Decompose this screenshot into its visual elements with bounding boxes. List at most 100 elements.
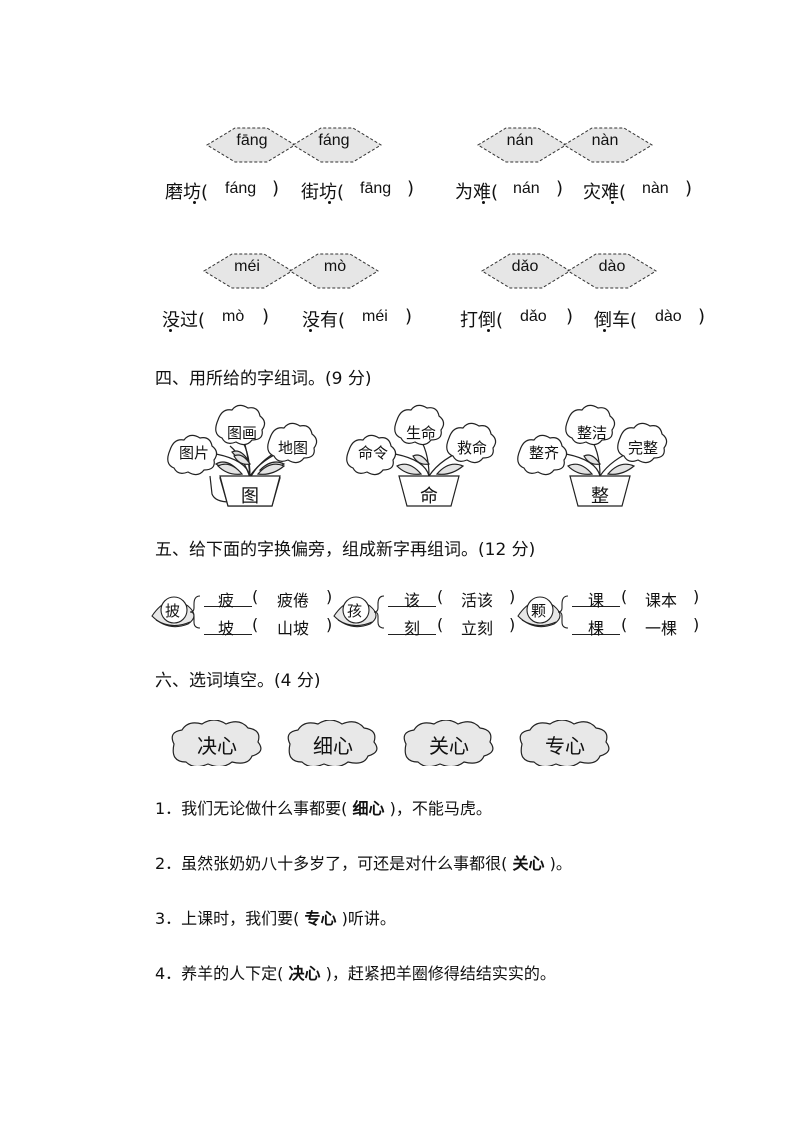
diamond-tags: [206, 127, 382, 163]
sentence-pre: 1．我们无论做什么事都要(: [155, 799, 348, 818]
word-bubble: 图画: [226, 424, 257, 442]
emphasis-dot: [328, 201, 331, 204]
word-bubble: 完整: [627, 439, 658, 457]
radical-leaves: [151, 595, 569, 629]
pinyin-answer[interactable]: dào: [655, 308, 682, 325]
close-paren: ): [405, 306, 413, 327]
new-char[interactable]: 该: [404, 591, 421, 610]
sentence-pre: 2．虽然张奶奶八十多岁了，可还是对什么事都很(: [155, 854, 508, 873]
close-paren: ): [326, 587, 333, 606]
word-label: 没有(: [302, 310, 346, 331]
sentence-3: 3．上课时，我们要( 专心 )听讲。: [155, 905, 396, 929]
sentence-post: )。: [549, 854, 572, 873]
word-answer[interactable]: 疲倦: [277, 591, 310, 610]
word-answer[interactable]: 立刻: [461, 619, 494, 638]
sentence-answer[interactable]: 专心: [304, 909, 337, 928]
close-paren: ): [509, 615, 516, 634]
word-label: 灾难(: [583, 182, 627, 203]
pinyin-tag: mò: [323, 258, 347, 275]
sentence-4: 4．养羊的人下定( 决心 )，赶紧把羊圈修得结结实实的。: [155, 960, 556, 984]
sentence-pre: 4．养羊的人下定(: [155, 964, 284, 983]
pinyin-tag: nán: [506, 132, 534, 149]
sentence-post: )听讲。: [341, 909, 396, 928]
answer-line: [204, 606, 252, 607]
diamond-tags: [477, 127, 653, 163]
word-label: 磨坊(: [165, 182, 209, 203]
word-label: 为难(: [455, 182, 499, 203]
pinyin-answer[interactable]: nán: [513, 180, 540, 197]
pot-group-2: [346, 404, 497, 507]
word-answer[interactable]: 课本: [645, 591, 678, 610]
sentence-1: 1．我们无论做什么事都要( 细心 )，不能马虎。: [155, 795, 492, 819]
sentence-answer[interactable]: 关心: [512, 854, 545, 873]
close-paren: ): [685, 178, 693, 199]
open-paren: (: [252, 615, 259, 634]
word-bubble: 整洁: [576, 424, 607, 442]
pinyin-answer[interactable]: méi: [362, 308, 388, 325]
emphasis-dot: [603, 329, 606, 332]
new-char[interactable]: 坡: [218, 619, 235, 638]
close-paren: ): [566, 306, 574, 327]
word-bubble: 生命: [405, 424, 436, 442]
open-paren: (: [437, 615, 444, 634]
word-answer[interactable]: 一棵: [645, 619, 678, 638]
answer-line: [572, 606, 620, 607]
pot-character: 图: [241, 486, 259, 507]
pinyin-tag: nàn: [591, 132, 619, 149]
radical-base: 披: [165, 602, 181, 620]
section-4-title: 四、用所给的字组词。(9 分): [155, 369, 372, 389]
close-paren: ): [698, 306, 706, 327]
open-paren: (: [621, 587, 628, 606]
option-word: 决心: [197, 734, 237, 758]
pinyin-tag: dào: [598, 258, 626, 275]
pinyin-answer[interactable]: dǎo: [520, 308, 547, 325]
word-bubble: 整齐: [528, 444, 559, 462]
option-clouds: [171, 720, 610, 766]
word-label: 打倒(: [460, 310, 504, 331]
word-answer[interactable]: 活该: [461, 591, 494, 610]
pinyin-tag: fāng: [236, 132, 268, 149]
word-label: 倒车(: [594, 310, 638, 331]
pinyin-answer[interactable]: nàn: [642, 180, 669, 197]
open-paren: (: [252, 587, 259, 606]
new-char[interactable]: 疲: [218, 591, 235, 610]
pinyin-tag: fáng: [318, 132, 350, 149]
pinyin-answer[interactable]: fáng: [225, 180, 257, 197]
sentence-answer[interactable]: 细心: [352, 799, 385, 818]
pinyin-tag: méi: [234, 258, 260, 275]
close-paren: ): [272, 178, 280, 199]
diamond-tags: [203, 253, 379, 289]
pinyin-answer[interactable]: fāng: [360, 180, 392, 197]
answer-line: [572, 634, 620, 635]
new-char[interactable]: 棵: [588, 619, 605, 638]
radical-base: 孩: [347, 602, 363, 620]
word-bubble: 图片: [178, 444, 209, 462]
close-paren: ): [326, 615, 333, 634]
option-word: 细心: [313, 734, 353, 758]
emphasis-dot: [309, 329, 312, 332]
sentence-answer[interactable]: 决心: [288, 964, 321, 983]
answer-line: [388, 606, 436, 607]
word-answer[interactable]: 山坡: [277, 619, 310, 638]
pot-group-3: [517, 404, 668, 507]
option-word: 关心: [429, 734, 469, 758]
pinyin-tag: dǎo: [511, 258, 539, 275]
close-paren: ): [407, 178, 415, 199]
section-5-title: 五、给下面的字换偏旁，组成新字再组词。(12 分): [155, 540, 536, 560]
pinyin-answer[interactable]: mò: [222, 308, 245, 325]
close-paren: ): [556, 178, 564, 199]
open-paren: (: [437, 587, 444, 606]
word-label: 街坊(: [301, 182, 345, 203]
pot-character: 整: [591, 486, 609, 507]
new-char[interactable]: 刻: [404, 619, 421, 638]
emphasis-dot: [193, 201, 196, 204]
sentence-post: )，赶紧把羊圈修得结结实实的。: [325, 964, 556, 983]
word-label: 没过(: [162, 310, 206, 331]
emphasis-dot: [611, 201, 614, 204]
word-bubble: 救命: [456, 439, 487, 457]
radical-base: 颗: [531, 602, 547, 620]
new-char[interactable]: 课: [588, 591, 605, 610]
sentence-post: )，不能马虎。: [389, 799, 492, 818]
sentence-pre: 3．上课时，我们要(: [155, 909, 300, 928]
pot-character: 命: [420, 486, 438, 507]
